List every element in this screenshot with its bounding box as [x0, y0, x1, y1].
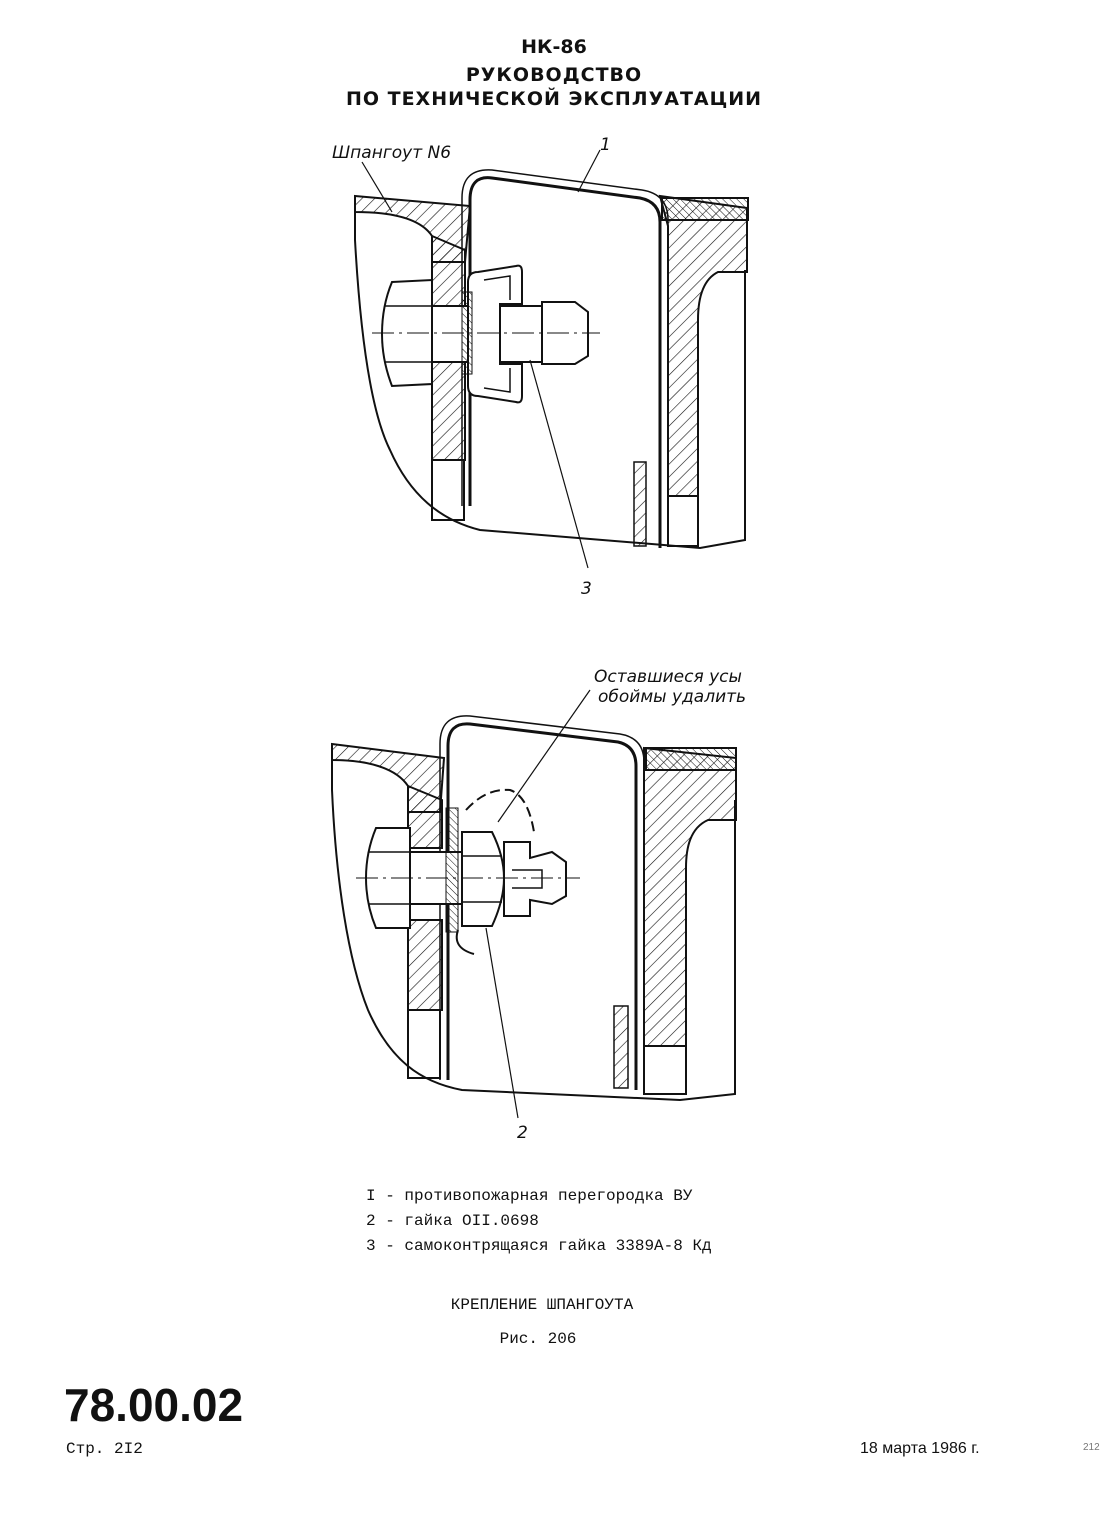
legend: I - противопожарная перегородка ВУ 2 - г…: [366, 1184, 712, 1259]
callout-2: 2: [517, 1123, 528, 1143]
nut-2: [461, 831, 506, 927]
frame-outline: [354, 196, 746, 550]
revision-date: 18 марта 1986 г.: [860, 1440, 980, 1457]
callout-1: 1: [600, 135, 611, 155]
note-whiskers-line2: обоймы удалить: [598, 687, 746, 707]
section-code: 78.00.02: [64, 1379, 244, 1431]
document-title-line1: РУКОВОДСТВО: [465, 64, 643, 86]
right-frame-member: [658, 194, 748, 497]
document-title-line2: ПО ТЕХНИЧЕСКОЙ ЭКСПЛУАТАЦИИ: [345, 88, 763, 110]
right-frame-cap: [661, 197, 749, 221]
legend-item-2: 2 - гайка OII.0698: [366, 1212, 539, 1230]
figure-top: Шпангоут N6 1 3: [332, 135, 749, 599]
legend-item-1: I - противопожарная перегородка ВУ: [366, 1187, 693, 1205]
note-whiskers-line1: Оставшиеся усы: [594, 667, 742, 687]
page-number: Стр. 2I2: [66, 1440, 143, 1458]
page-mark: 212: [1083, 1442, 1100, 1453]
self-locking-nut: [467, 264, 523, 404]
callout-3: 3: [581, 579, 592, 599]
figure-title: КРЕПЛЕНИЕ ШПАНГОУТА: [450, 1296, 634, 1314]
firewall-partition: [468, 176, 662, 548]
legend-item-3: 3 - самоконтрящаяся гайка 3389А-8 Кд: [366, 1237, 712, 1255]
label-frame-n6: Шпангоут N6: [332, 143, 451, 163]
frame-n6-lower: [431, 459, 465, 521]
figure-bottom: Оставшиеся усы обоймы удалить 2: [331, 667, 746, 1143]
figure-number: Рис. 206: [499, 1330, 577, 1348]
document-model: НК-86: [521, 36, 587, 58]
